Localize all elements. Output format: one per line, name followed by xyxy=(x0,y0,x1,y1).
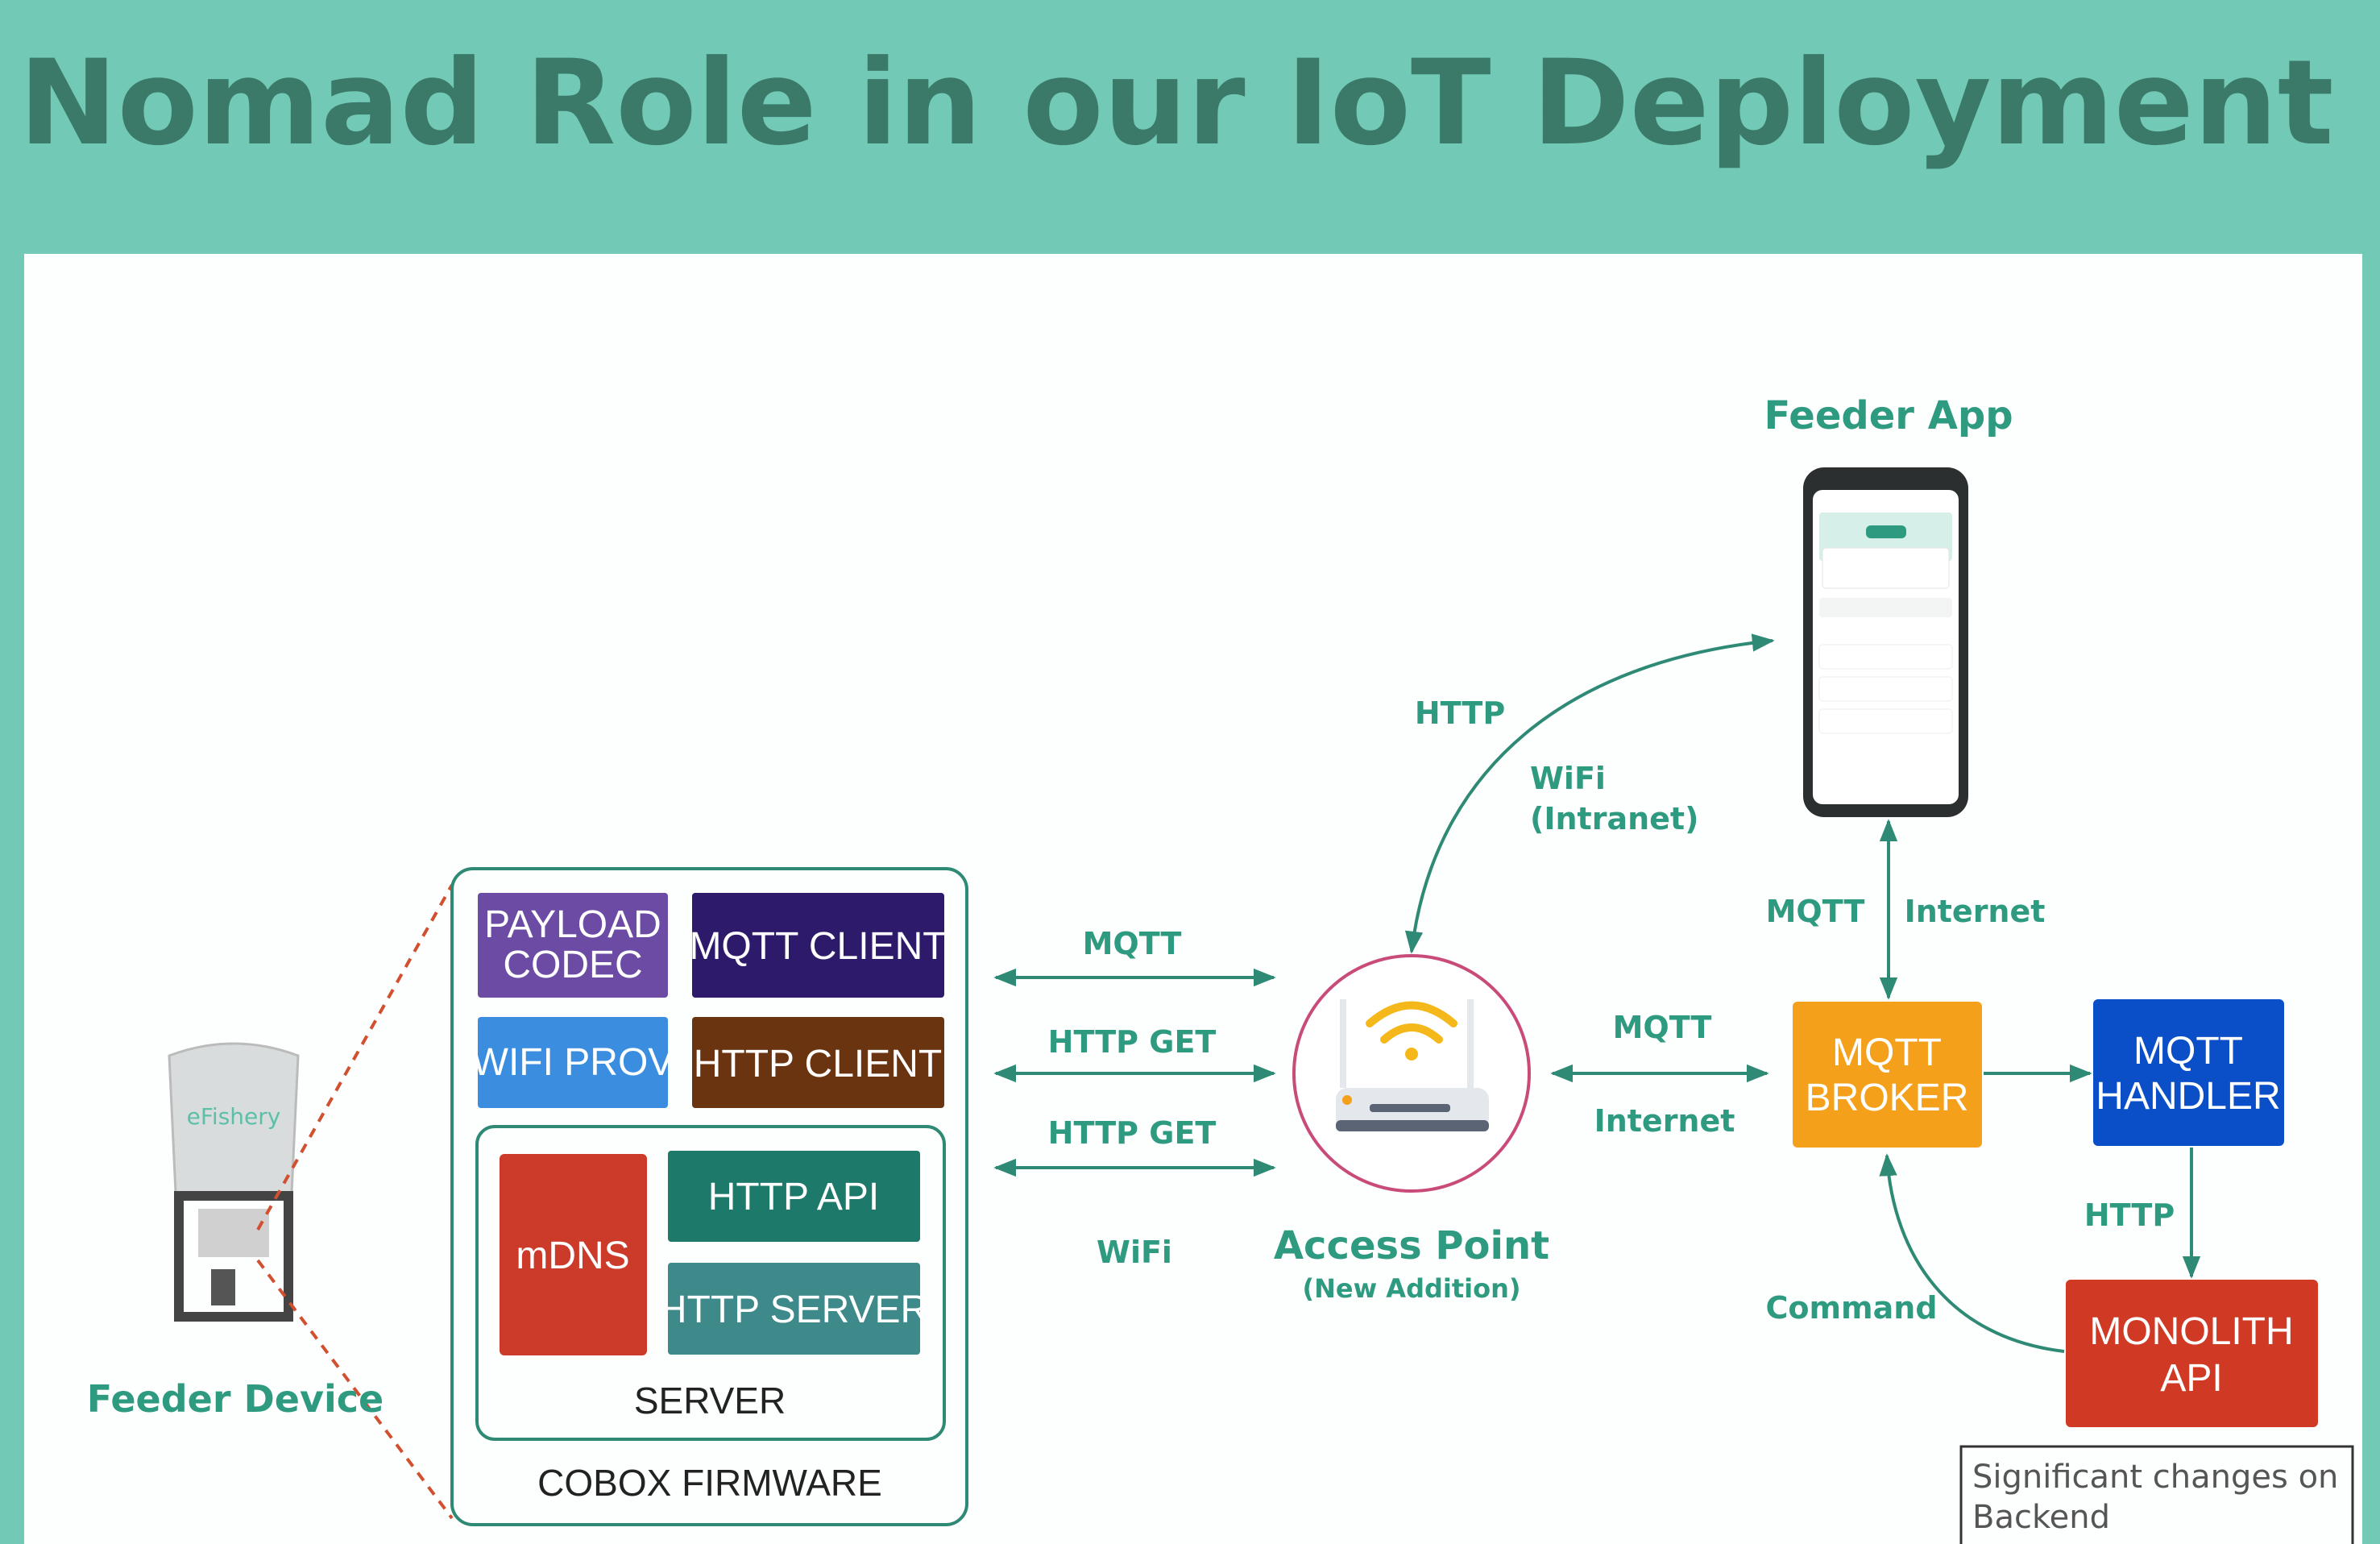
mqtt-broker-label: MQTT xyxy=(1832,1031,1942,1074)
mqtt-client-block xyxy=(692,893,944,998)
mqtt-handler-block xyxy=(2093,999,2284,1146)
mqtt-broker-label: BROKER xyxy=(1806,1077,1969,1119)
server-label: SERVER xyxy=(634,1380,786,1422)
ap-app-protocol: HTTP xyxy=(1415,695,1505,731)
http-server-block xyxy=(668,1263,920,1355)
mqtt-broker-block xyxy=(1793,1002,1982,1148)
note-text: Backend xyxy=(1972,1499,2110,1536)
http-api-block xyxy=(668,1151,920,1242)
mqtt-link-label: MQTT xyxy=(1083,926,1182,961)
content-panel xyxy=(24,254,2362,1544)
app-broker-medium: Internet xyxy=(1905,894,2046,929)
monolith-api-block xyxy=(2066,1280,2318,1427)
http-client-label: HTTP CLIENT xyxy=(694,1043,942,1085)
ap-app-medium: WiFi xyxy=(1530,761,1606,796)
mqtt-client-label: MQTT CLIENT xyxy=(689,925,946,968)
command-arrow xyxy=(1879,1153,2065,1353)
zoom-line-top xyxy=(256,884,454,1231)
efishery-logo: eFishery xyxy=(187,1103,281,1130)
http-server-label: HTTP SERVER xyxy=(659,1289,928,1331)
access-point-label: Access Point xyxy=(1274,1223,1549,1268)
feeder-device-image: eFishery xyxy=(168,1042,300,1322)
slide-title: Nomad Role in our IoT Deployment xyxy=(19,35,2333,172)
http-get-link-label: HTTP GET xyxy=(1048,1024,1217,1060)
mqtt-handler-label: MQTT xyxy=(2133,1030,2243,1073)
access-point-circle xyxy=(1292,954,1531,1193)
http-api-label: HTTP API xyxy=(708,1176,880,1218)
app-broker-protocol: MQTT xyxy=(1766,894,1865,929)
mdns-block xyxy=(500,1154,647,1355)
ap-app-arrow xyxy=(1404,633,1775,954)
http-client-block xyxy=(692,1017,944,1108)
cobox-firmware-label: COBOX FIRMWARE xyxy=(537,1462,882,1504)
zoom-line-bottom xyxy=(256,1259,454,1520)
http-get-link-label: HTTP GET xyxy=(1048,1115,1217,1151)
phone-mockup xyxy=(1803,467,1968,817)
header-band xyxy=(0,0,2380,255)
command-label: Command xyxy=(1765,1290,1937,1326)
ap-app-medium: (Intranet) xyxy=(1530,801,1698,836)
wifi-link-label: WiFi xyxy=(1097,1235,1172,1270)
note-box xyxy=(1959,1445,2354,1544)
ap-broker-protocol: MQTT xyxy=(1613,1010,1712,1045)
monolith-api-label: MONOLITH xyxy=(2089,1310,2293,1353)
mdns-label: mDNS xyxy=(516,1235,629,1277)
note-text: Significant changes on xyxy=(1972,1459,2338,1496)
handler-monolith-protocol: HTTP xyxy=(2084,1197,2175,1233)
wifi-prov-block xyxy=(478,1017,668,1108)
ap-broker-medium: Internet xyxy=(1594,1103,1735,1139)
monolith-api-label: API xyxy=(2160,1357,2222,1400)
mqtt-handler-label: HANDLER xyxy=(2096,1075,2280,1118)
wifi-prov-label: WIFI PROV xyxy=(472,1041,674,1084)
access-point-sublabel: (New Addition) xyxy=(1302,1273,1520,1304)
router-icon xyxy=(1336,999,1489,1131)
server-box xyxy=(475,1125,946,1441)
feeder-app-label: Feeder App xyxy=(1764,393,2013,438)
feeder-device-label: Feeder Device xyxy=(87,1377,384,1421)
payload-codec-label: CODEC xyxy=(503,944,642,986)
cobox-firmware-box xyxy=(450,867,968,1526)
payload-codec-label: PAYLOAD xyxy=(484,903,661,946)
payload-codec-block xyxy=(478,893,668,998)
